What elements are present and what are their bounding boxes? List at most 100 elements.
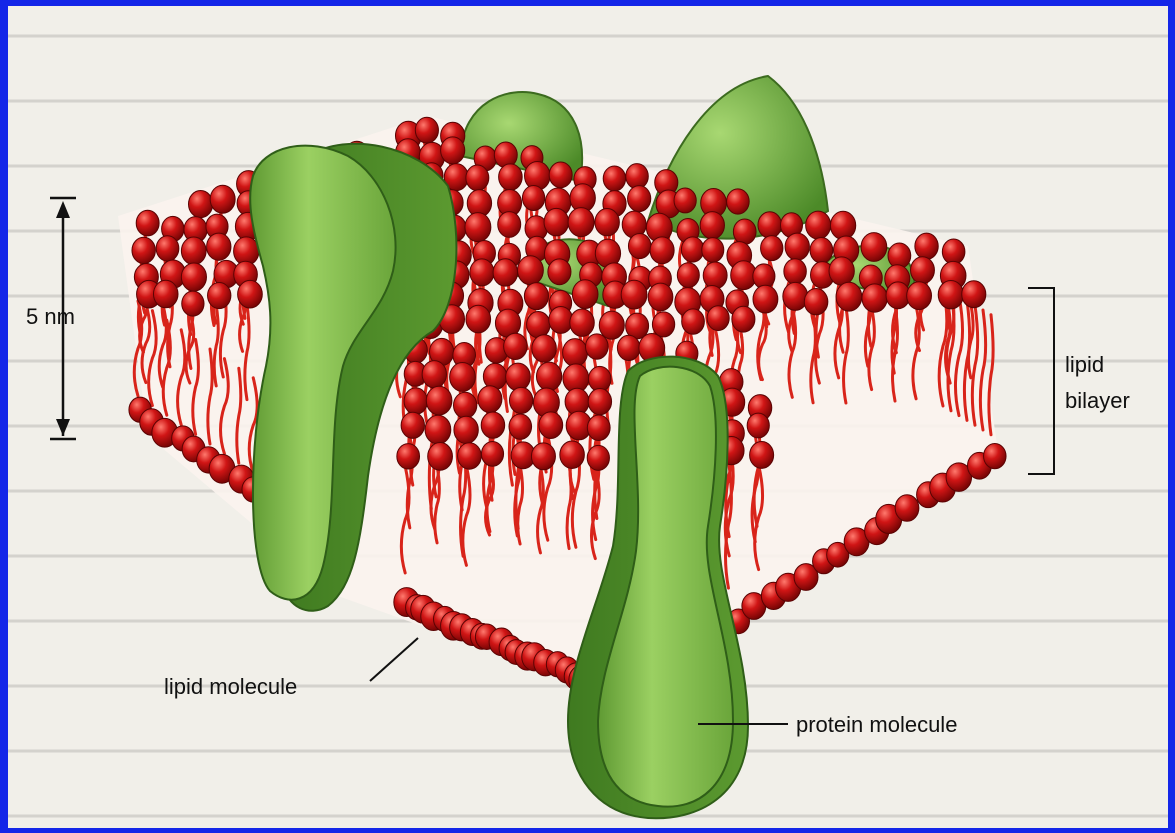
lipid-head bbox=[732, 306, 755, 332]
lipid-head bbox=[599, 311, 624, 339]
lipid-head bbox=[703, 262, 727, 289]
lipid-head bbox=[702, 238, 724, 263]
lipid-head bbox=[595, 209, 619, 236]
diagram-panel: 5 nm lipid bilayer lipid molecule protei… bbox=[8, 6, 1168, 828]
lipid-head bbox=[426, 386, 452, 415]
lipid-head bbox=[915, 233, 938, 259]
lipid-head bbox=[458, 443, 482, 470]
lipid-head bbox=[603, 166, 625, 191]
scale-label: 5 nm bbox=[26, 304, 75, 330]
lipid-head bbox=[962, 281, 986, 308]
lipid-head bbox=[522, 186, 544, 211]
lipid-head bbox=[674, 188, 696, 213]
lipid-head bbox=[560, 441, 585, 468]
protein-molecule-label: protein molecule bbox=[796, 712, 957, 738]
lipid-head bbox=[536, 362, 561, 390]
lipid-head bbox=[189, 191, 213, 218]
lipid-head bbox=[504, 333, 527, 359]
lipid-head bbox=[481, 412, 504, 438]
lipid-head bbox=[441, 137, 465, 164]
lipid-molecule-leader bbox=[370, 638, 418, 681]
lipid-head bbox=[531, 443, 555, 470]
lipid-head bbox=[785, 233, 809, 260]
lipid-head bbox=[587, 445, 609, 470]
bilayer-label-line1: lipid bbox=[1065, 352, 1104, 378]
diagram-canvas bbox=[8, 6, 1168, 828]
lipid-head bbox=[700, 212, 724, 239]
lipid-head bbox=[681, 237, 703, 262]
lipid-head bbox=[549, 162, 572, 188]
lipid-head bbox=[830, 211, 855, 239]
lipid-head bbox=[509, 414, 532, 439]
lipid-head bbox=[586, 334, 609, 359]
lipid-head bbox=[861, 233, 887, 262]
lipid-head bbox=[750, 441, 774, 468]
lipid-head bbox=[862, 284, 887, 312]
lipid-head bbox=[836, 282, 862, 311]
lipid-head bbox=[518, 256, 544, 285]
lipid-head bbox=[682, 309, 705, 334]
lipid-head bbox=[207, 233, 231, 260]
lipid-head bbox=[628, 186, 651, 212]
lipid-head bbox=[626, 164, 649, 189]
lipid-head bbox=[617, 335, 640, 360]
lipid-head bbox=[454, 416, 478, 443]
lipid-head bbox=[182, 291, 204, 316]
lipid-head bbox=[210, 185, 235, 213]
lipid-head bbox=[942, 239, 965, 264]
lipid-head bbox=[810, 238, 833, 263]
lipid-head bbox=[509, 387, 532, 413]
lipid-head bbox=[453, 392, 476, 418]
lipid-head bbox=[587, 415, 610, 441]
lipid-head bbox=[404, 388, 427, 414]
lipid-head bbox=[422, 361, 446, 388]
lipid-head bbox=[652, 312, 674, 337]
lipid-head bbox=[628, 233, 650, 258]
lipid-head bbox=[466, 305, 491, 333]
lipid-head bbox=[132, 237, 155, 263]
lipid-head bbox=[524, 283, 548, 310]
lipid-head bbox=[707, 306, 729, 331]
lipid-head bbox=[481, 441, 503, 466]
lipid-molecule-label: lipid molecule bbox=[164, 674, 297, 700]
lipid-head bbox=[153, 280, 178, 307]
lipid-head bbox=[621, 280, 647, 309]
lipid-head bbox=[415, 117, 438, 143]
lipid-head bbox=[727, 189, 750, 214]
lipid-head bbox=[466, 165, 489, 191]
lipid-head bbox=[478, 386, 502, 413]
lipid-head bbox=[563, 339, 588, 367]
lipid-head bbox=[589, 366, 611, 391]
lipid-head bbox=[911, 257, 935, 284]
lipid-head bbox=[506, 363, 531, 391]
lipid-head bbox=[548, 259, 571, 285]
lipid-head bbox=[761, 236, 783, 261]
lipid-head bbox=[465, 213, 491, 242]
lipid-head bbox=[572, 280, 598, 309]
lipid-head bbox=[498, 212, 521, 238]
lipid-head bbox=[984, 443, 1006, 468]
lipid-head bbox=[650, 237, 674, 264]
lipid-head bbox=[470, 259, 494, 286]
lipid-head bbox=[677, 263, 699, 288]
lipid-head bbox=[806, 211, 831, 239]
lipid-head bbox=[428, 443, 453, 471]
lipid-head bbox=[181, 263, 206, 291]
lipid-head bbox=[588, 389, 611, 415]
lipid-head bbox=[401, 412, 424, 438]
lipid-head bbox=[784, 259, 806, 284]
lipid-head bbox=[238, 280, 263, 308]
lipid-head bbox=[549, 307, 573, 334]
lipid-head bbox=[733, 219, 756, 244]
lipid-head bbox=[570, 309, 594, 336]
lipid-head bbox=[829, 257, 854, 285]
lipid-head bbox=[907, 282, 932, 310]
lipid-head bbox=[208, 282, 231, 308]
lipid-head bbox=[648, 283, 673, 311]
lipid-head bbox=[938, 280, 963, 308]
lipid-head bbox=[499, 164, 523, 190]
lipid-head bbox=[747, 413, 769, 438]
lipid-head bbox=[450, 363, 476, 392]
lipid-head bbox=[544, 208, 569, 236]
